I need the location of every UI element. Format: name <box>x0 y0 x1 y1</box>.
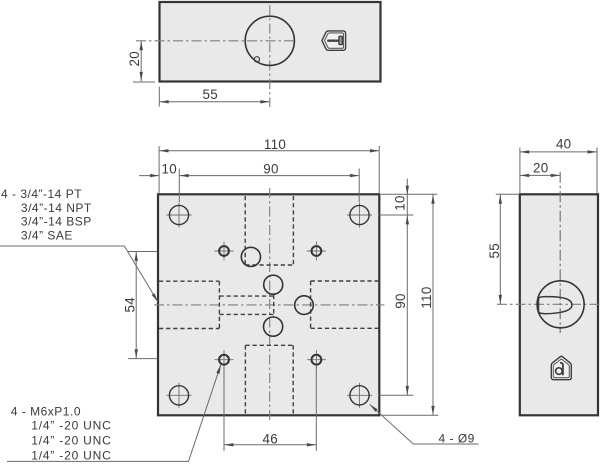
svg-text:1/4” -20 UNC: 1/4” -20 UNC <box>31 449 111 463</box>
svg-text:4 - M6xP1.0: 4 - M6xP1.0 <box>11 404 81 418</box>
svg-text:3/4”-14 BSP: 3/4”-14 BSP <box>21 215 92 229</box>
svg-text:110: 110 <box>419 286 434 308</box>
svg-text:4 - 3/4”-14 PT: 4 - 3/4”-14 PT <box>1 187 82 201</box>
svg-text:90: 90 <box>393 293 408 309</box>
svg-text:54: 54 <box>122 297 137 313</box>
svg-text:20: 20 <box>127 51 142 67</box>
svg-text:55: 55 <box>203 87 219 102</box>
svg-text:4 - Ø9: 4 - Ø9 <box>439 431 475 445</box>
svg-text:3/4”-14 NPT: 3/4”-14 NPT <box>21 201 92 215</box>
svg-text:40: 40 <box>556 136 572 151</box>
svg-text:3/4” SAE: 3/4” SAE <box>21 229 73 243</box>
svg-text:10: 10 <box>393 195 408 211</box>
svg-text:46: 46 <box>263 432 279 447</box>
svg-text:10: 10 <box>162 161 178 176</box>
svg-text:1/4” -20 UNC: 1/4” -20 UNC <box>31 433 111 447</box>
svg-text:110: 110 <box>264 137 286 152</box>
svg-text:55: 55 <box>487 243 502 258</box>
svg-text:20: 20 <box>533 160 549 175</box>
svg-text:1/4” -20 UNC: 1/4” -20 UNC <box>31 418 111 432</box>
svg-text:90: 90 <box>263 161 279 176</box>
